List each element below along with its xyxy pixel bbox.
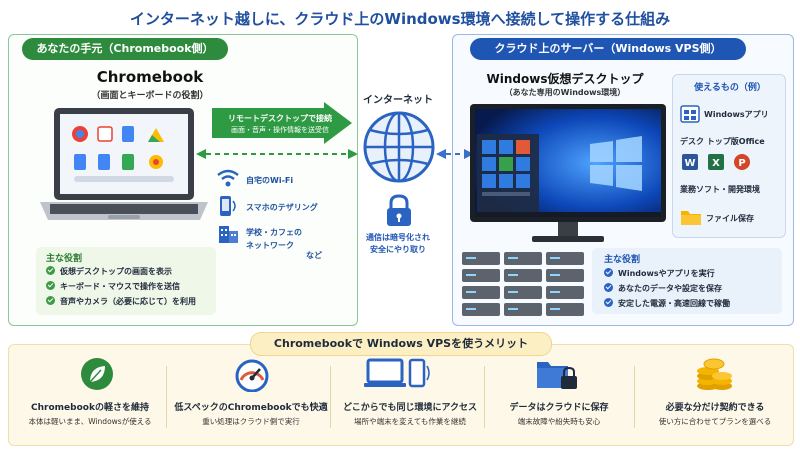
merit-title: 低スペックのChromebookでも快適 (174, 403, 328, 413)
chromebook-role-text: 仮想デスクトップの画面を表示 (60, 267, 172, 276)
encryption-line-1: 通信は暗号化され (366, 233, 430, 242)
vps-side-header: クラウド上のサーバー（Windows VPS側） (470, 38, 746, 60)
vps-roles-title: 主な役割 (604, 255, 641, 265)
uses-title: 使えるもの（例） (694, 83, 766, 93)
leaf-icon (81, 358, 113, 390)
vps-roles-box (592, 248, 782, 314)
connection-school-cafe: 学校・カフェの (246, 228, 302, 237)
vps-role-item: Windowsやアプリを実行 (604, 268, 715, 279)
chromebook-title: Chromebook (96, 68, 204, 86)
chromebook-role-text: 音声やカメラ（必要に応じて）を利用 (60, 297, 196, 306)
chromebook-roles-title: 主な役割 (46, 254, 83, 264)
page-title: インターネット越しに、クラウド上のWindows環境へ接続して操作する仕組み (129, 10, 671, 28)
chromebook-role-text: キーボード・マウスで操作を送信 (60, 282, 180, 291)
merit-divider (484, 366, 485, 428)
check-icon (604, 268, 613, 277)
vps-role-item: あなたのデータや設定を保存 (604, 283, 722, 294)
chromebook-subtitle: （画面とキーボードの役割） (91, 91, 209, 101)
lock-icon (387, 194, 411, 226)
merits-title: Chromebookで Windows VPSを使うメリット (250, 332, 552, 356)
chromebook-role-item: 仮想デスクトップの画面を表示 (46, 266, 172, 277)
internet-label: インターネット (363, 95, 433, 106)
chromebook-roles-box (36, 247, 216, 315)
vps-role-item: 安定した電源・高速回線で稼働 (604, 298, 730, 309)
vps-role-text: あなたのデータや設定を保存 (618, 284, 722, 293)
merit-sub: 場所や端末を変えても作業を継続 (354, 417, 466, 426)
merit-title: データはクラウドに保存 (509, 403, 609, 413)
use-item-file-storage: ファイル保存 (706, 214, 754, 223)
check-icon (46, 281, 55, 290)
folder-icon (681, 211, 701, 225)
remote-connection-label: リモートデスクトップで接続 (228, 114, 332, 123)
office-apps-icons: W X P (682, 154, 750, 170)
vps-role-text: 安定した電源・高速回線で稼働 (618, 299, 730, 308)
monitor-icon (470, 104, 666, 242)
chromebook-role-item: 音声やカメラ（必要に応じて）を利用 (46, 296, 196, 307)
connection-etc: など (306, 251, 322, 260)
speedometer-icon (235, 359, 269, 392)
vps-role-text: Windowsやアプリを実行 (618, 269, 715, 278)
server-rack-icon (462, 252, 584, 316)
connection-tethering: スマホのテザリング (246, 203, 318, 212)
use-item-windows-apps: Windowsアプリ (704, 110, 769, 119)
connection-home-wifi: 自宅のWi-Fi (246, 176, 294, 185)
merit-sub: 重い処理はクラウド側で実行 (202, 417, 300, 426)
coins-icon (697, 358, 732, 390)
wifi-icon (217, 169, 239, 187)
devices-icon (364, 358, 430, 388)
use-item-business-software: 業務ソフト・開発環境 (680, 185, 760, 194)
merit-sub: 端末故障や紛失時も安心 (517, 417, 601, 426)
smartphone-icon (220, 196, 236, 216)
merit-sub: 本体は軽いまま、Windowsが使える (28, 417, 152, 426)
merit-title: 必要な分だけ契約できる (665, 403, 765, 413)
remote-connection-sub: 画面・音声・操作情報を送受信 (231, 126, 329, 134)
dashed-link-lines (196, 149, 474, 159)
virtual-desktop-title: Windows仮想デスクトップ (486, 72, 644, 86)
merit-divider (634, 366, 635, 428)
globe-icon (363, 111, 435, 183)
building-icon (219, 226, 238, 243)
connection-network: ネットワーク (246, 241, 294, 250)
check-icon (604, 283, 613, 292)
check-icon (46, 296, 55, 305)
use-item-office: デスク トップ版Office (680, 137, 765, 146)
svg-text:P: P (738, 158, 745, 169)
merit-title: Chromebookの軽さを維持 (31, 403, 149, 413)
merit-divider (166, 366, 167, 428)
merit-sub: 使い方に合わせてプランを選べる (658, 417, 772, 426)
svg-text:X: X (712, 158, 720, 169)
chromebook-side-header: あなたの手元（Chromebook側） (22, 38, 228, 60)
merit-divider (330, 366, 331, 428)
check-icon (46, 266, 55, 275)
remote-connection-arrow (212, 102, 352, 144)
windows-app-icon (680, 105, 700, 123)
merit-title: どこからでも同じ環境にアクセス (342, 403, 477, 413)
laptop-icon (40, 108, 208, 220)
virtual-desktop-subtitle: （あなた専用のWindows環境） (504, 88, 626, 97)
chromebook-role-item: キーボード・マウスで操作を送信 (46, 281, 180, 292)
svg-text:W: W (684, 158, 695, 169)
secure-folder-icon (537, 362, 577, 389)
encryption-line-2: 安全にやり取り (370, 245, 426, 254)
check-icon (604, 298, 613, 307)
encryption-note: 通信は暗号化され 安全にやり取り (348, 232, 448, 256)
